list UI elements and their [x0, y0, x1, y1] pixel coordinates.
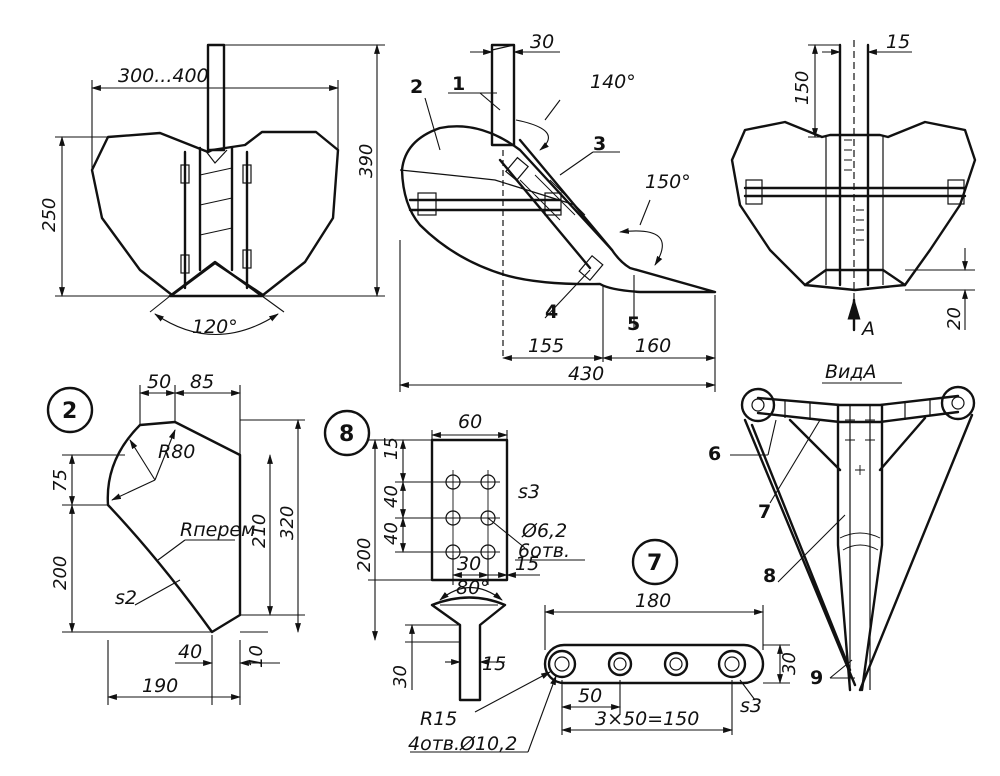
side-share-outline — [400, 125, 717, 294]
part-label-4: 4 — [545, 301, 558, 323]
front-rivets — [180, 164, 252, 274]
angle-140: 140° — [590, 71, 636, 93]
part-7-holes — [547, 649, 747, 679]
part-label-3: 3 — [593, 133, 606, 155]
p7-s3: s3 — [740, 695, 762, 717]
angle-150: 150° — [645, 171, 691, 193]
p2-dim-40: 40 — [178, 641, 202, 663]
p2-dim-210: 210 — [249, 514, 270, 548]
p2-dim-75: 75 — [50, 469, 71, 492]
side-horizontal-bar — [408, 198, 562, 212]
dim-300-400: 300...400 — [118, 65, 209, 87]
p8-dim-40a: 40 — [381, 485, 402, 508]
view-a-stand — [836, 403, 884, 692]
rear-view: 15 150 20 A — [730, 31, 977, 340]
view-a-title: ВидА — [825, 361, 877, 383]
p8-dim-30b: 30 — [390, 665, 411, 688]
front-stand-post — [206, 43, 226, 152]
p8-dim-200: 200 — [354, 538, 375, 572]
p8-s3: s3 — [518, 481, 540, 503]
view-a-part-7: 7 — [758, 501, 771, 523]
p8-angle-80: 80° — [456, 577, 490, 599]
front-center-column — [183, 146, 249, 290]
rear-dim-150: 150 — [792, 71, 813, 105]
p2-dim-200: 200 — [50, 556, 71, 590]
angle-120: 120° — [192, 316, 238, 338]
part-8-number: 8 — [339, 422, 354, 447]
p8-dim-30: 30 — [457, 553, 481, 575]
p7-dim-150: 3×50=150 — [595, 708, 699, 730]
dim-30: 30 — [530, 31, 554, 53]
p2-r80: R80 — [158, 441, 195, 463]
p2-dim-85: 85 — [190, 371, 214, 393]
front-view: 300...400 250 390 120° — [39, 43, 385, 338]
dim-160: 160 — [635, 335, 671, 357]
part-7-detail: 7 180 30 50 3×50=150 s3 R15 — [408, 538, 800, 755]
front-bottom-wedge — [168, 260, 264, 298]
p8-count: 6отв. — [518, 540, 570, 562]
part-label-1: 1 — [452, 73, 465, 95]
p8-hole: Ø6,2 — [521, 520, 567, 542]
view-a-left-blade — [743, 418, 857, 687]
rear-stand — [838, 43, 870, 287]
p8-dim-40b: 40 — [381, 522, 402, 545]
p2-dim-50: 50 — [147, 371, 171, 393]
p7-dim-30: 30 — [779, 652, 800, 675]
dim-155: 155 — [528, 335, 564, 357]
p8-dim-15c: 15 — [482, 653, 506, 675]
p2-dim-320: 320 — [277, 506, 298, 540]
view-a: ВидА 6 7 8 9 — [708, 361, 976, 692]
rear-dim-20: 20 — [944, 307, 965, 330]
view-a-part-6: 6 — [708, 443, 721, 465]
part-label-2: 2 — [410, 76, 423, 98]
p2-dim-190: 190 — [142, 675, 178, 697]
rear-dim-15: 15 — [886, 31, 910, 53]
part-8-detail: 8 60 15 40 40 200 s3 Ø6,2 6отв. — [323, 409, 585, 702]
part-2-outline — [106, 420, 242, 634]
part-7-bar — [543, 643, 765, 685]
p8-dim-15: 15 — [381, 437, 402, 460]
p7-dim-180: 180 — [635, 590, 671, 612]
p8-dim-60: 60 — [458, 411, 482, 433]
part-label-5: 5 — [627, 313, 640, 335]
dim-430: 430 — [568, 363, 604, 385]
rear-share-outline — [730, 120, 977, 292]
rear-crossbar — [743, 186, 967, 198]
p2-dim-10: 10 — [246, 645, 267, 668]
part-8-holes — [440, 470, 500, 565]
view-a-right-blade — [858, 413, 974, 692]
p2-rvar: Rперем — [180, 519, 255, 541]
part-2-number: 2 — [62, 399, 77, 424]
part-8-plate — [430, 438, 509, 582]
view-arrow-a: A — [860, 318, 875, 340]
part-8-section — [430, 596, 507, 702]
p7-r15: R15 — [420, 708, 457, 730]
p7-holes: 4отв.Ø10,2 — [408, 733, 517, 755]
front-share-outline — [90, 130, 340, 297]
view-a-link — [756, 394, 960, 424]
part-7-number: 7 — [647, 551, 662, 576]
dim-390: 390 — [356, 144, 377, 178]
view-a-part-8: 8 — [763, 565, 776, 587]
side-view: 2 1 3 4 5 30 140° 150° 155 160 430 — [399, 31, 717, 392]
dim-250: 250 — [39, 198, 60, 232]
side-stand — [490, 43, 516, 147]
p7-dim-50: 50 — [578, 685, 602, 707]
view-a-part-9: 9 — [810, 667, 823, 689]
part-2-detail: 2 50 85 R80 75 200 Rперем 210 320 — [46, 371, 305, 705]
p8-dim-15b: 15 — [515, 553, 539, 575]
p2-s2: s2 — [115, 587, 137, 609]
